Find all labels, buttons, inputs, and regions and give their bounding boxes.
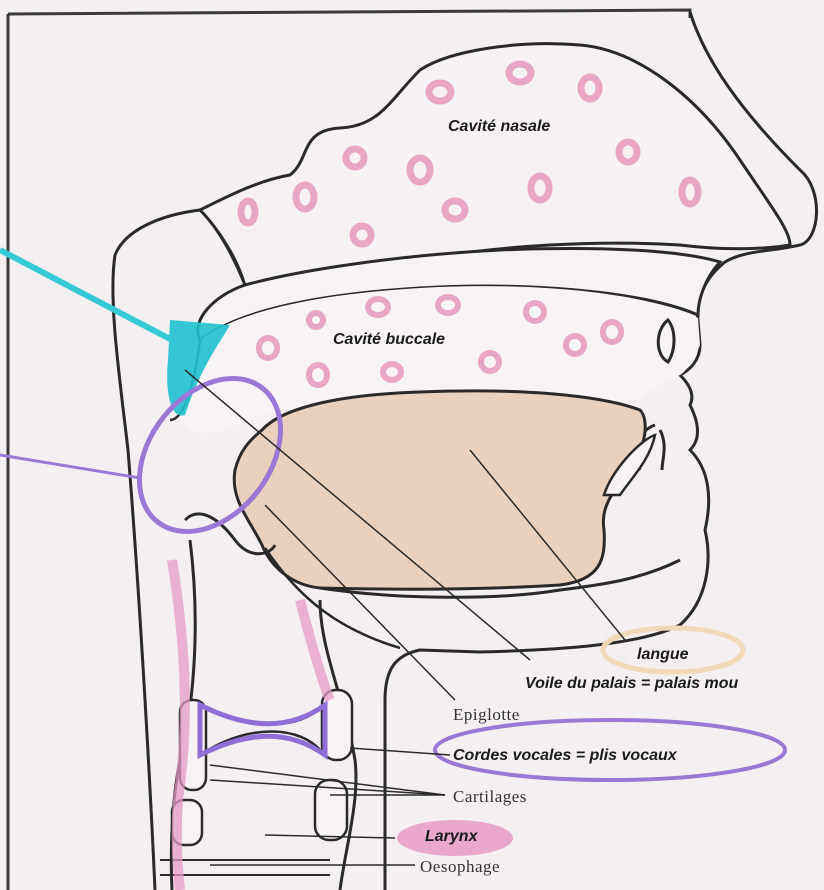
tongue (234, 391, 645, 589)
trachea-rings (160, 860, 330, 875)
label-larynx: Larynx (425, 828, 477, 846)
label-langue: langue (637, 646, 689, 664)
label-cordes-vocales: Cordes vocales = plis vocaux (453, 747, 677, 765)
label-cavite-nasale: Cavité nasale (448, 118, 550, 136)
label-oesophage: Oesophage (420, 857, 500, 877)
purple-pointer-line (0, 455, 140, 478)
label-cartilages: Cartilages (453, 787, 527, 807)
label-cavite-buccale: Cavité buccale (333, 331, 445, 349)
label-voile-du-palais: Voile du palais = palais mou (525, 675, 738, 693)
label-epiglotte: Epiglotte (453, 705, 520, 725)
cyan-pointer-line (0, 250, 172, 340)
purple-vocal-highlight (200, 705, 325, 755)
